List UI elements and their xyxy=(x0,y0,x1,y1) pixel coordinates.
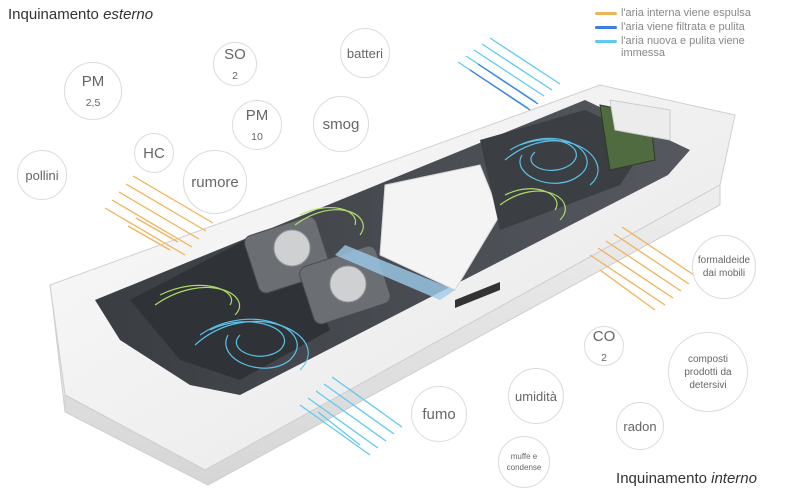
bubble-batteri: batteri xyxy=(340,28,390,78)
heat-exchanger xyxy=(379,164,501,291)
bubble-composti: composti prodotti da detersivi xyxy=(668,332,748,412)
flow-swirls-fresh xyxy=(194,137,599,371)
bubble-muffe: muffe e condense xyxy=(498,436,550,488)
bubble-fumo: fumo xyxy=(411,386,467,442)
flow-swirls-filter-glow xyxy=(154,188,566,316)
title-external-pollution: Inquinamento esterno xyxy=(8,6,154,23)
arrows-exhaust xyxy=(589,226,698,311)
arrows-fresh-supply xyxy=(299,376,403,456)
arrows-external-inflow xyxy=(104,175,214,256)
bubble-formaldeide: formaldeide dai mobili xyxy=(692,235,756,299)
legend-item-exhaust: l'aria interna viene espulsa xyxy=(595,7,785,19)
filter-cartridge xyxy=(609,99,671,141)
arrows-fresh-intake-dark xyxy=(469,63,539,111)
legend-swatch-exhaust xyxy=(595,12,617,15)
fan-2 xyxy=(329,265,367,303)
title-internal-pollution: Inquinamento interno xyxy=(616,470,757,487)
legend-item-fresh: l'aria nuova e pulita viene immessa xyxy=(595,35,785,59)
filter-panel xyxy=(335,245,455,300)
legend-swatch-fresh xyxy=(595,40,617,43)
bubble-smog: smog xyxy=(313,96,369,152)
legend-item-filtered: l'aria viene filtrata e pulita xyxy=(595,21,785,33)
bubble-umidita: umidità xyxy=(508,368,564,424)
bubble-pollini: pollini xyxy=(17,150,67,200)
legend-swatch-filtered xyxy=(595,26,617,29)
bubble-rumore: rumore xyxy=(183,150,247,214)
bubble-radon: radon xyxy=(616,402,664,450)
case-left-end xyxy=(49,284,66,413)
front-slot xyxy=(455,282,500,308)
legend: l'aria interna viene espulsa l'aria vien… xyxy=(595,7,785,61)
fan-1 xyxy=(273,229,311,267)
arrows-fresh-intake xyxy=(457,37,561,109)
bubble-hc: HC xyxy=(134,133,174,173)
